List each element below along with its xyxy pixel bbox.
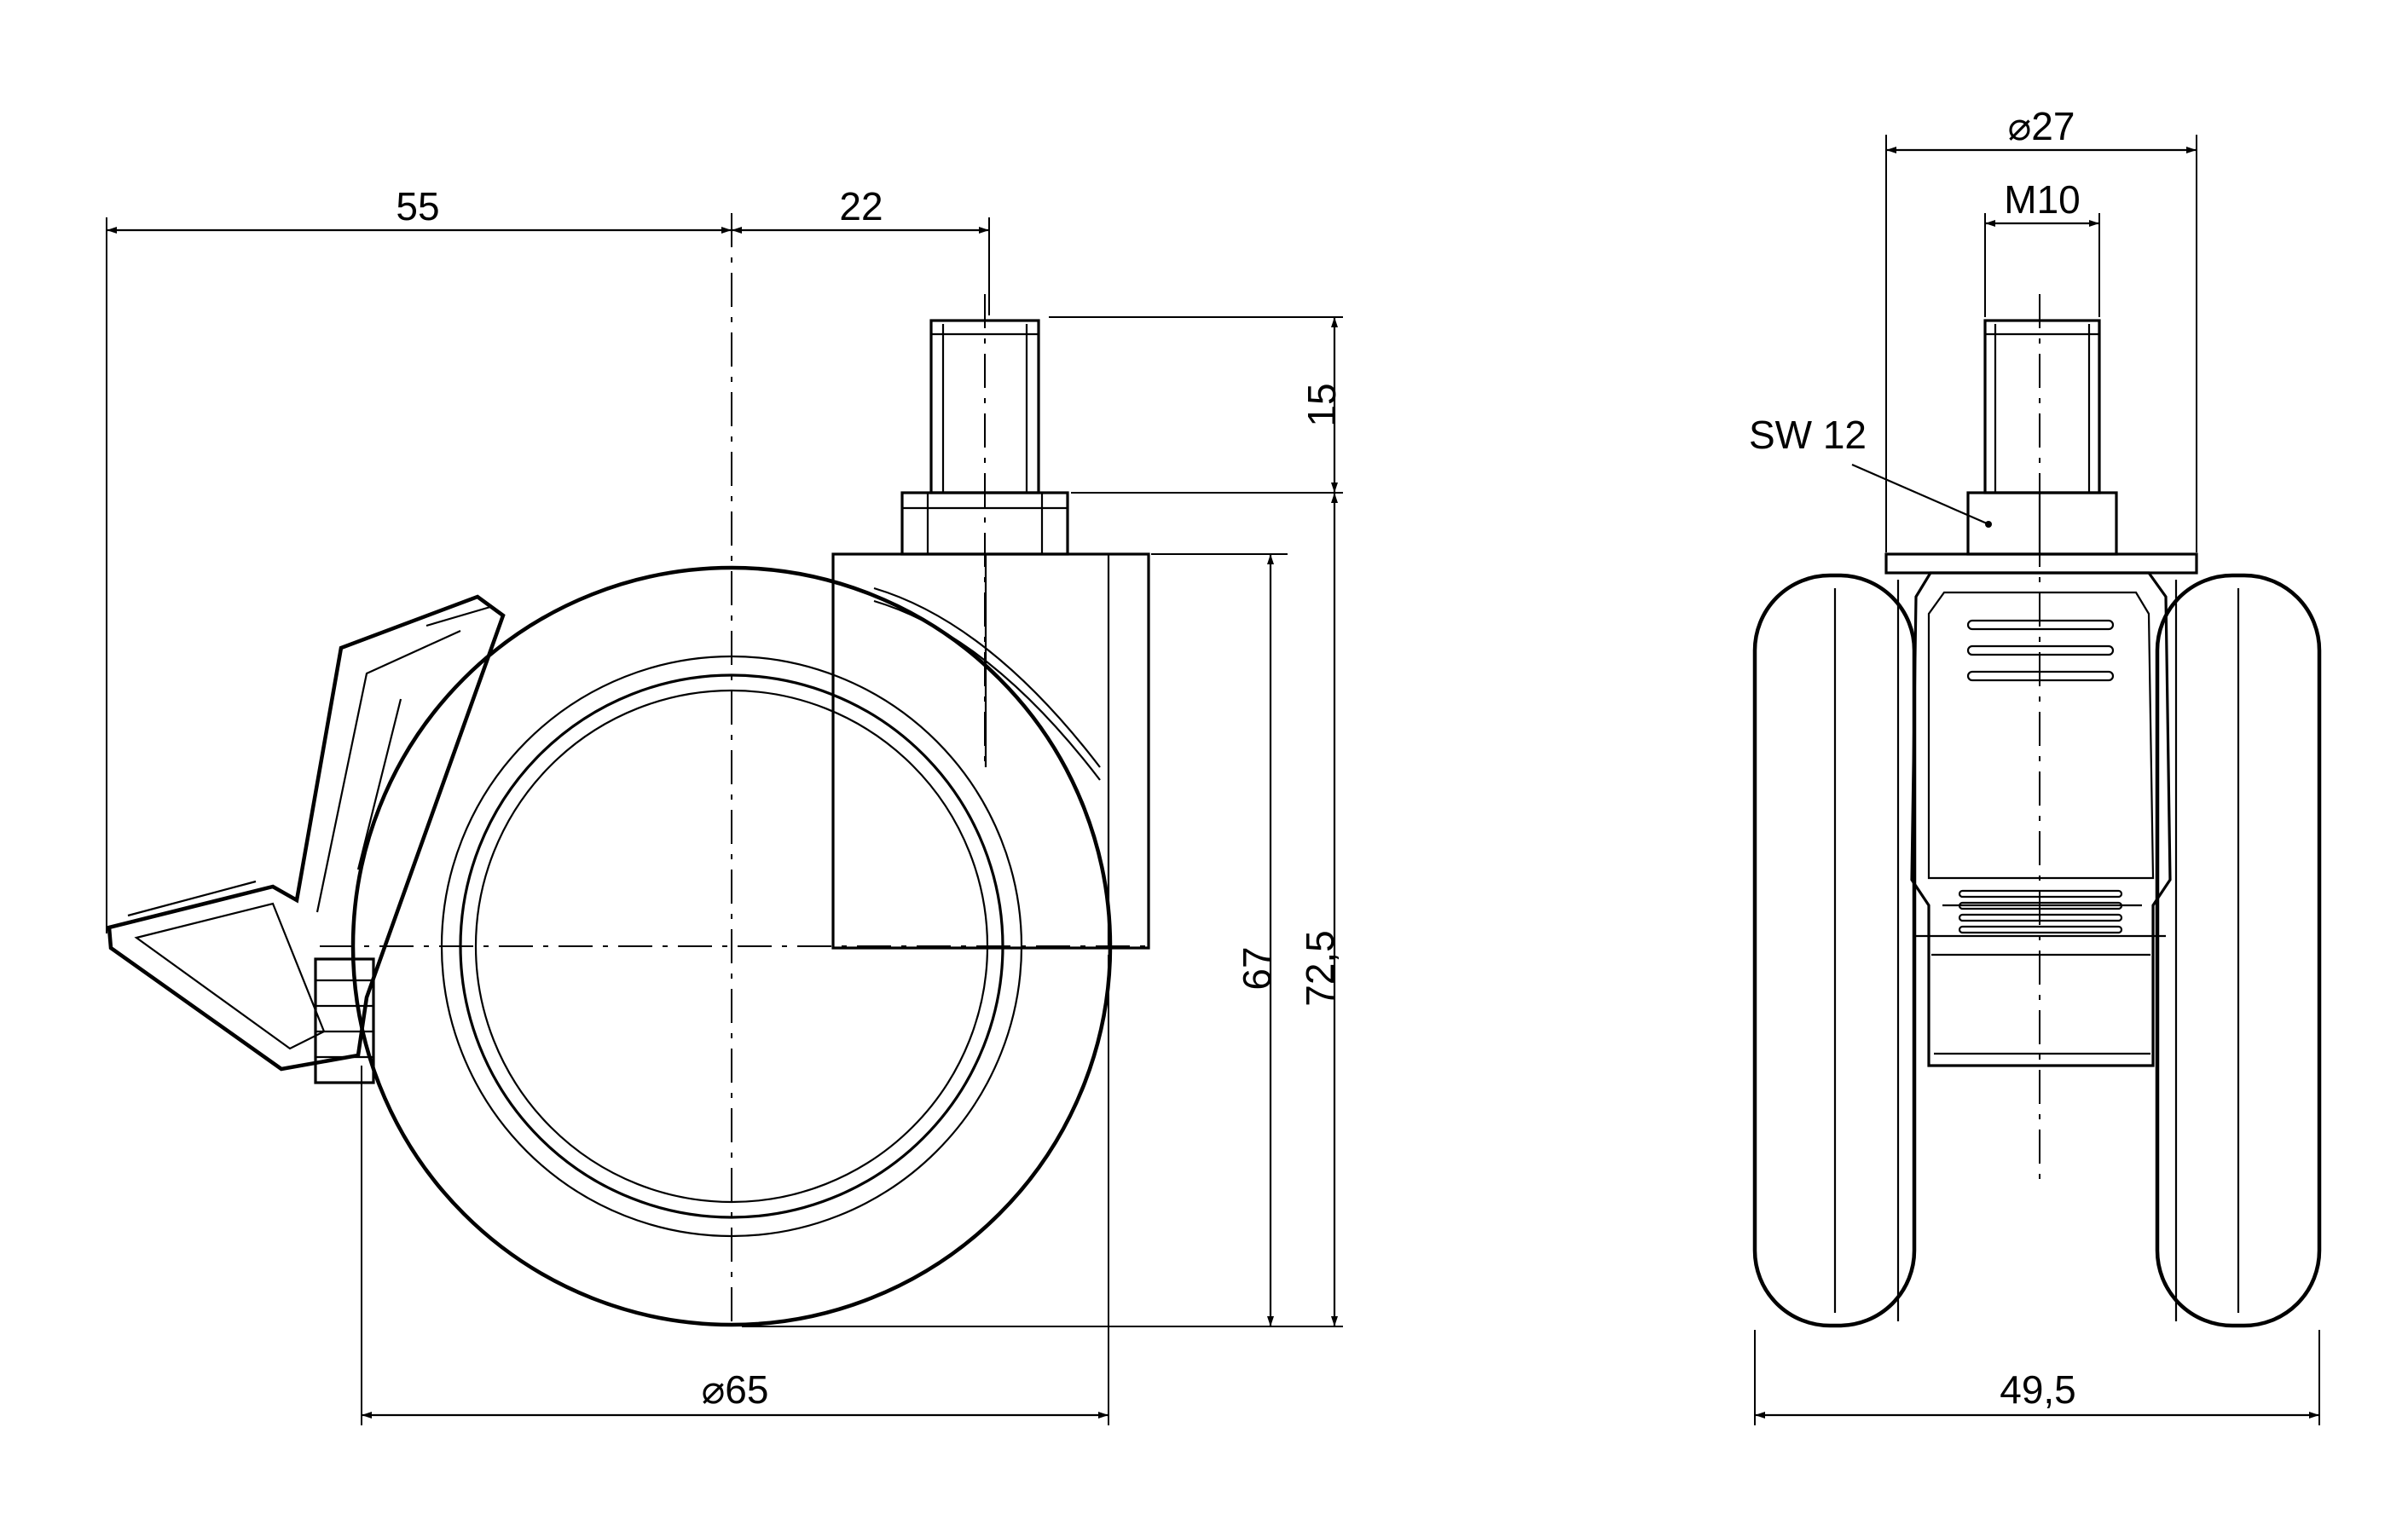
- dimension-72-5-label: 72,5: [1298, 930, 1342, 1007]
- dimension-49-5: 49,5: [1755, 1367, 2319, 1419]
- wrench-size-callout: SW 12: [1749, 413, 1992, 528]
- dimension-diameter-27: ⌀27: [1886, 104, 2197, 153]
- dimension-22: 22: [732, 184, 989, 234]
- dimension-22-label: 22: [839, 184, 883, 228]
- front-view: ⌀27 M10 SW 12 49,5: [1749, 104, 2322, 1425]
- dimension-67: 67: [1235, 554, 1279, 1326]
- dimension-diameter-65-label: ⌀65: [702, 1367, 769, 1412]
- front-housing-outline: [1910, 571, 2172, 1067]
- dimension-diameter-65: ⌀65: [362, 1367, 1108, 1419]
- dimension-15: 15: [1300, 317, 1344, 493]
- right-wheel-outline: [2155, 573, 2322, 1328]
- dimension-72-5: 72,5: [1298, 493, 1342, 1326]
- housing-outline: [831, 552, 1150, 950]
- dimension-m10-label: M10: [2004, 177, 2080, 222]
- dimension-diameter-27-label: ⌀27: [2008, 104, 2075, 148]
- brake-lever-outline: [107, 594, 506, 1072]
- dimension-55: 55: [107, 184, 732, 234]
- wrench-size-label: SW 12: [1749, 413, 1867, 457]
- dimension-49-5-label: 49,5: [2000, 1367, 2076, 1412]
- brake-shoe-outline: [314, 957, 375, 1084]
- dimension-67-label: 67: [1235, 946, 1279, 990]
- dimension-m10: M10: [1985, 177, 2099, 227]
- dimension-15-label: 15: [1300, 383, 1344, 426]
- left-wheel-outline: [1752, 573, 1917, 1328]
- front-stem-outline: [1966, 319, 2118, 556]
- side-view: 55 22 15 67 72,5 ⌀65: [106, 184, 1344, 1425]
- top-plate-outline: [1884, 552, 2198, 575]
- dimension-55-label: 55: [396, 184, 439, 228]
